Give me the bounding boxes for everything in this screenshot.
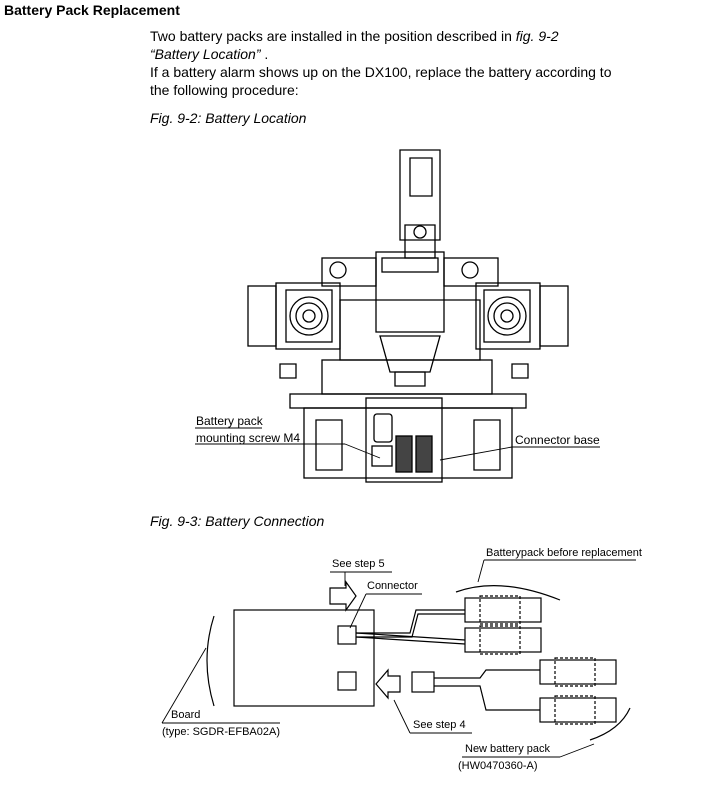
arrow-see-step-4 <box>375 668 401 700</box>
label-connector: Connector <box>367 580 418 592</box>
board-connector <box>337 625 357 645</box>
label-mounting-screw: mounting screw M4 <box>196 431 301 445</box>
label-board: Board <box>171 709 201 721</box>
intro-text: If a battery alarm shows up on the DX100… <box>150 64 612 80</box>
arrow-see-step-5 <box>329 580 357 612</box>
new-battery-pack-1 <box>539 659 617 685</box>
figure-caption-battery-location: Fig. 9-2: Battery Location <box>150 110 307 126</box>
intro-text: Two battery packs are installed in the p… <box>150 28 516 44</box>
upper-arm <box>399 149 441 241</box>
label-board-type: (type: SGDR-EFBA02A) <box>162 726 280 738</box>
intro-text: the following procedure: <box>150 82 299 98</box>
figure-reference[interactable]: fig. 9-2 <box>515 28 559 44</box>
figure-caption-battery-connection: Fig. 9-3: Battery Connection <box>150 513 325 529</box>
label-connector-base: Connector base <box>515 433 600 447</box>
figure-reference-title[interactable]: “Battery Location” <box>150 46 261 62</box>
new-pack-connector <box>411 671 435 693</box>
new-battery-pack-2 <box>539 697 617 723</box>
intro-paragraph: Two battery packs are installed in the p… <box>150 27 690 99</box>
top-motor <box>375 251 445 333</box>
board <box>233 609 375 707</box>
label-battery-pack: Battery pack <box>196 414 263 428</box>
intro-text: . <box>260 46 269 62</box>
connector-base-plate <box>365 397 443 483</box>
label-new-pack-code: (HW0470360-A) <box>458 760 538 772</box>
right-fan-housing <box>475 282 541 350</box>
section-heading: Battery Pack Replacement <box>4 2 180 18</box>
old-battery-pack-1 <box>464 597 542 623</box>
old-battery-pack-2 <box>464 627 542 653</box>
robot-base <box>303 407 513 479</box>
label-new-battery-pack: New battery pack <box>465 743 550 755</box>
label-see-step-4: See step 4 <box>413 719 466 731</box>
label-see-step-5: See step 5 <box>332 558 385 570</box>
label-pack-before-replacement: Batterypack before replacement <box>486 547 642 559</box>
